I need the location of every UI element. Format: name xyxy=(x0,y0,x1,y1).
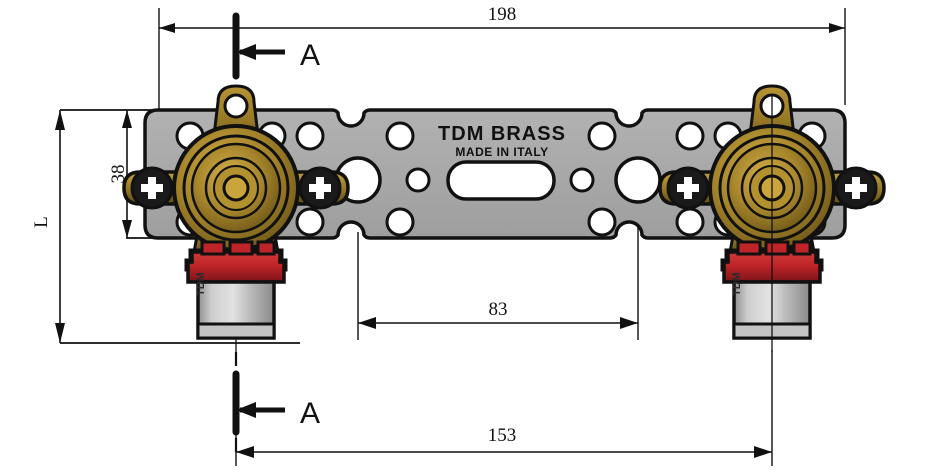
dimension-label-153: 153 xyxy=(488,425,517,446)
sleeve-marking-left: TDM xyxy=(195,272,207,296)
plate-hole-medium xyxy=(675,121,705,151)
plate-hole-medium xyxy=(385,207,415,237)
dimension-label-L: L xyxy=(31,216,52,228)
sleeve-marking-right: TDM xyxy=(731,272,743,296)
valve-fitting-left: TDM xyxy=(122,84,350,340)
plate-hole-medium xyxy=(385,121,415,151)
plate-hole-medium xyxy=(587,121,617,151)
plate-hole-medium xyxy=(295,121,325,151)
brand-label: TDM BRASS xyxy=(438,123,566,145)
plate-hole-medium xyxy=(675,207,705,237)
origin-label: MADE IN ITALY xyxy=(455,145,548,159)
section-letter-bottom: A xyxy=(300,397,320,430)
dimension-label-38: 38 xyxy=(108,165,129,184)
dimension-label-83: 83 xyxy=(489,299,508,320)
plate-hole-medium xyxy=(587,207,617,237)
section-marker-bottom: A xyxy=(236,397,320,430)
dimension-labels: 198 83 153 38 L xyxy=(31,4,516,446)
plate-hole-medium xyxy=(295,207,325,237)
valve-fitting-right: TDM xyxy=(658,84,886,340)
dimension-label-198: 198 xyxy=(488,4,517,25)
plate-hole-small xyxy=(405,167,431,193)
plate-hole-small xyxy=(569,167,595,193)
section-marker-top: A xyxy=(236,39,320,72)
plate-hole-large xyxy=(614,156,662,204)
section-letter-top: A xyxy=(300,39,320,72)
plate-slot xyxy=(446,160,556,201)
